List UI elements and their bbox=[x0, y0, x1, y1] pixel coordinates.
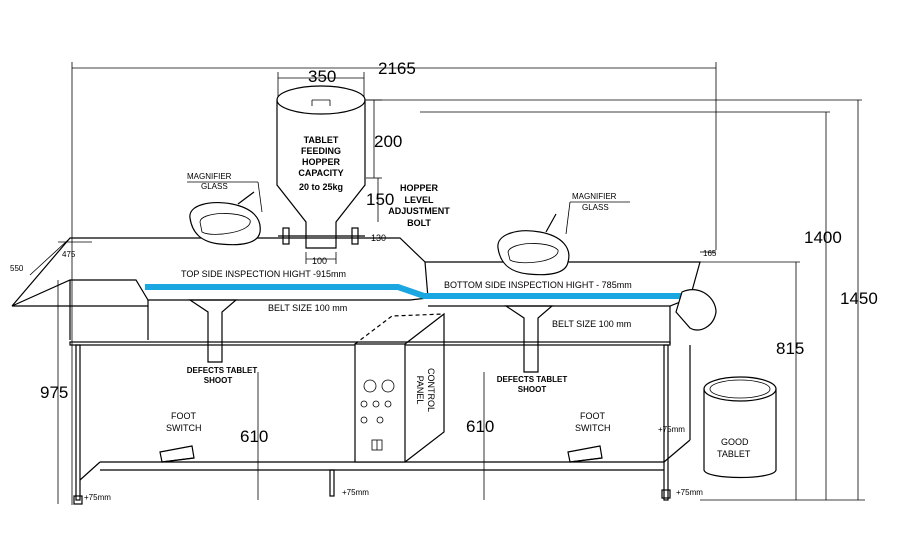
bolt-label-4: BOLT bbox=[407, 218, 431, 228]
bottom-inspection-label: BOTTOM SIDE INSPECTION HIGHT - 785mm bbox=[444, 280, 632, 290]
foot-adjust-bin: +75mm bbox=[658, 425, 685, 434]
defects-left-2: SHOOT bbox=[204, 376, 233, 385]
magnifier-right-1: MAGNIFIER bbox=[572, 192, 617, 201]
belt-size-right: BELT SIZE 100 mm bbox=[552, 319, 631, 329]
dim-150: 150 bbox=[366, 190, 394, 209]
control-panel-label-2: PANEL bbox=[415, 376, 425, 405]
bolt-label-2: LEVEL bbox=[404, 195, 434, 205]
hopper-label-1: TABLET bbox=[304, 135, 339, 145]
dim-610-right: 610 bbox=[466, 417, 494, 436]
foot-left-1: FOOT bbox=[171, 411, 196, 421]
right-table: BOTTOM SIDE INSPECTION HIGHT - 785mm BEL… bbox=[425, 192, 717, 394]
dim-165: 165 bbox=[703, 249, 717, 258]
dim-610-left: 610 bbox=[240, 427, 268, 446]
foot-right-1: FOOT bbox=[580, 411, 605, 421]
magnifier-left-2: GLASS bbox=[201, 182, 228, 191]
foot-right-2: SWITCH bbox=[575, 423, 611, 433]
dim-1450: 1450 bbox=[840, 289, 878, 308]
top-inspection-label: TOP SIDE INSPECTION HIGHT -915mm bbox=[181, 269, 346, 279]
height-dimensions: 1400 1450 815 165 bbox=[365, 99, 878, 501]
defects-right-2: SHOOT bbox=[518, 385, 547, 394]
dim-2165: 2165 bbox=[378, 59, 416, 78]
foot-left-2: SWITCH bbox=[166, 423, 202, 433]
foot-adjust-right: +75mm bbox=[676, 488, 703, 497]
foot-adjust-left: +75mm bbox=[84, 493, 111, 502]
dim-350: 350 bbox=[308, 67, 336, 86]
left-table: 475 550 TOP SIDE INSPECTION HIGHT -915mm… bbox=[10, 172, 690, 385]
foot-switches: FOOT SWITCH FOOT SWITCH bbox=[159, 411, 611, 463]
dim-200: 200 bbox=[374, 132, 402, 151]
magnifier-left-1: MAGNIFIER bbox=[187, 172, 232, 181]
foot-adjust-center: +75mm bbox=[342, 488, 369, 497]
hopper-label-3: HOPPER bbox=[302, 157, 341, 167]
control-panel: CONTROL PANEL bbox=[354, 312, 445, 463]
overall-length-dimension: 2165 bbox=[71, 59, 717, 505]
good-tablet-1: GOOD bbox=[721, 437, 749, 447]
dim-100: 100 bbox=[312, 256, 327, 266]
belt-size-left: BELT SIZE 100 mm bbox=[268, 303, 347, 313]
defects-left-1: DEFECTS TABLET bbox=[187, 366, 258, 375]
hopper-label-5: 20 to 25kg bbox=[299, 182, 343, 192]
bolt-label-3: ADJUSTMENT bbox=[388, 206, 450, 216]
hopper-label-2: FEEDING bbox=[301, 146, 341, 156]
hopper-label-4: CAPACITY bbox=[298, 168, 343, 178]
good-tablet-2: TABLET bbox=[717, 449, 751, 459]
control-panel-label-1: CONTROL bbox=[426, 368, 436, 412]
dim-815: 815 bbox=[776, 339, 804, 358]
dim-975: 975 bbox=[40, 383, 68, 402]
magnifier-right-2: GLASS bbox=[582, 203, 609, 212]
conveyor-belt bbox=[145, 284, 690, 299]
bolt-label-1: HOPPER bbox=[400, 183, 439, 193]
dim-1400: 1400 bbox=[804, 228, 842, 247]
dim-550: 550 bbox=[10, 264, 24, 273]
hopper: 350 TABLET FEEDING HOPPER CAPACITY 20 to… bbox=[276, 67, 450, 266]
defects-right-1: DEFECTS TABLET bbox=[497, 375, 568, 384]
good-tablet-bin: GOOD TABLET bbox=[703, 376, 777, 479]
dim-475: 475 bbox=[62, 250, 76, 259]
